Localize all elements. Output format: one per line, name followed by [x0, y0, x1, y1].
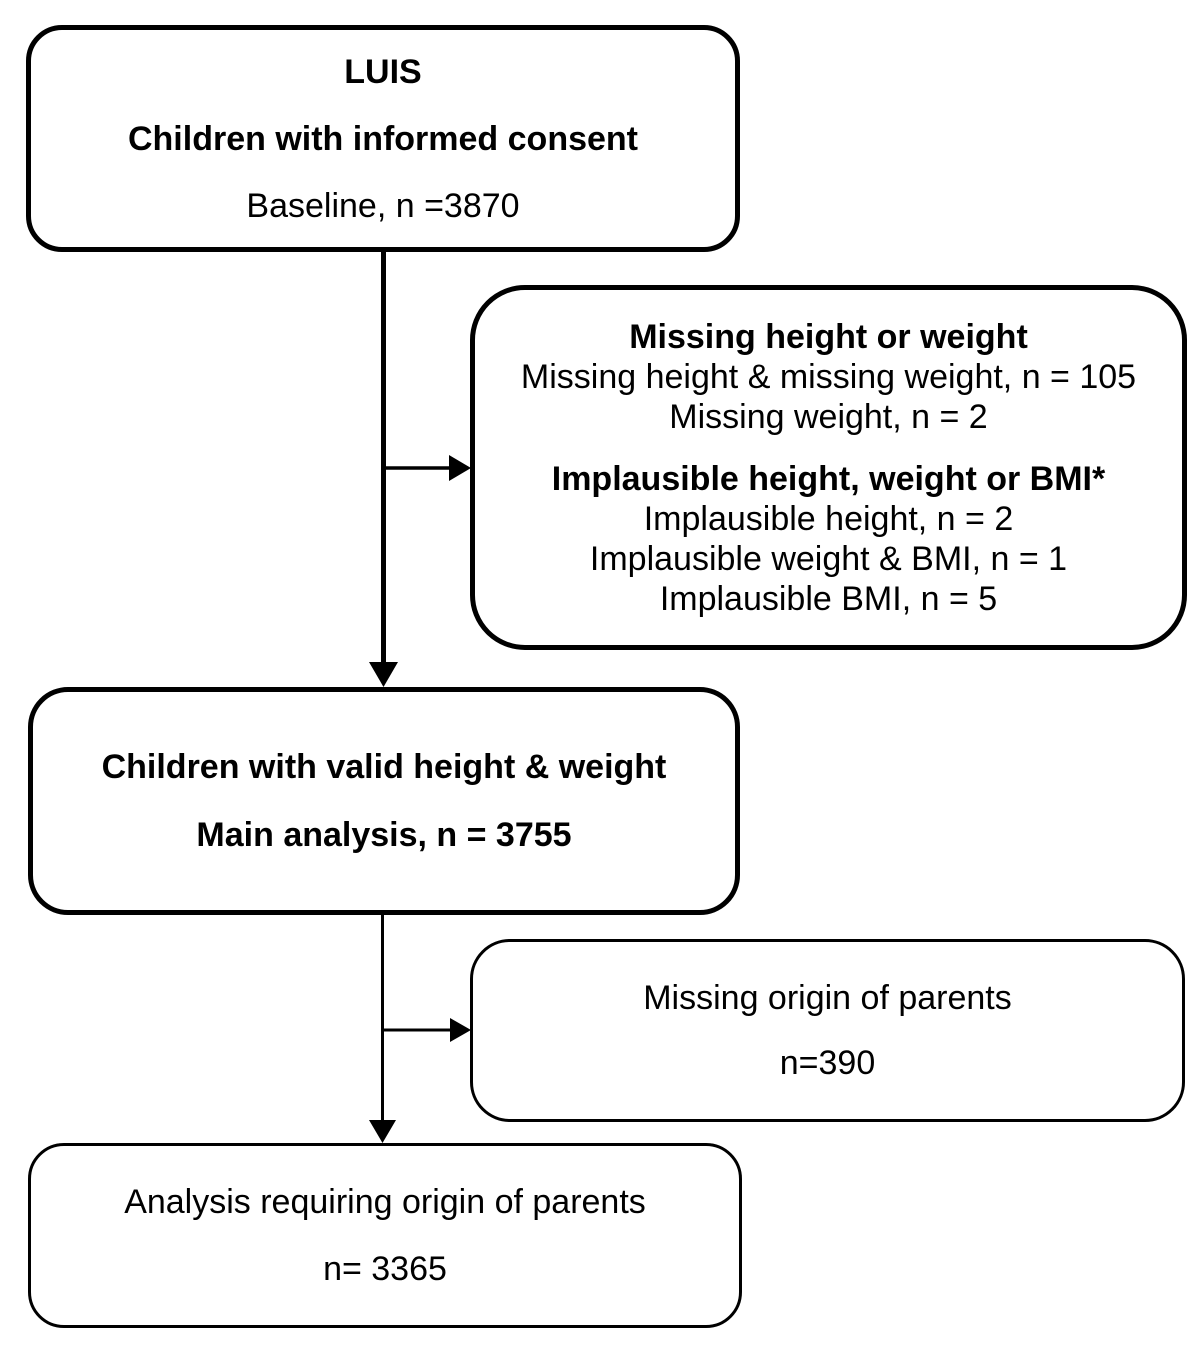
arrow-branch-to-exclusion-2 [381, 1018, 471, 1042]
main-box-count: Main analysis, n = 3755 [196, 816, 572, 854]
top-box-title: Children with informed consent [127, 119, 639, 158]
exclusion1-implausible-detail-1: Implausible height, n = 2 [643, 499, 1014, 538]
study-name: LUIS [344, 52, 422, 91]
exclusion2-title: Missing origin of parents [643, 979, 1012, 1017]
main-analysis-box: Children with valid height & weight Main… [28, 687, 740, 915]
exclusion1-implausible-detail-3: Implausible BMI, n = 5 [659, 579, 998, 618]
top-box-count: Baseline, n =3870 [246, 186, 520, 225]
exclusion1-missing-detail-2: Missing weight, n = 2 [669, 397, 988, 436]
arrow-top-to-main [369, 250, 398, 687]
arrow-branch-to-exclusion-1 [381, 455, 471, 481]
exclusion1-heading-implausible: Implausible height, weight or BMI* [551, 459, 1106, 498]
top-box-baseline: LUIS Children with informed consent Base… [26, 25, 740, 252]
exclusion1-missing-detail-1: Missing height & missing weight, n = 105 [520, 357, 1137, 396]
exclusion2-count: n=390 [779, 1044, 876, 1082]
exclusion1-implausible-detail-2: Implausible weight & BMI, n = 1 [589, 539, 1068, 578]
final-analysis-box: Analysis requiring origin of parents n= … [28, 1143, 742, 1328]
main-box-title: Children with valid height & weight [101, 748, 667, 786]
exclusion1-heading-missing: Missing height or weight [629, 317, 1028, 356]
final-box-count: n= 3365 [323, 1250, 447, 1288]
final-box-title: Analysis requiring origin of parents [124, 1183, 646, 1221]
arrow-main-to-final [369, 913, 396, 1143]
exclusion-box-origin: Missing origin of parents n=390 [470, 939, 1185, 1122]
exclusion-box-height-weight: Missing height or weight Missing height … [470, 285, 1187, 650]
